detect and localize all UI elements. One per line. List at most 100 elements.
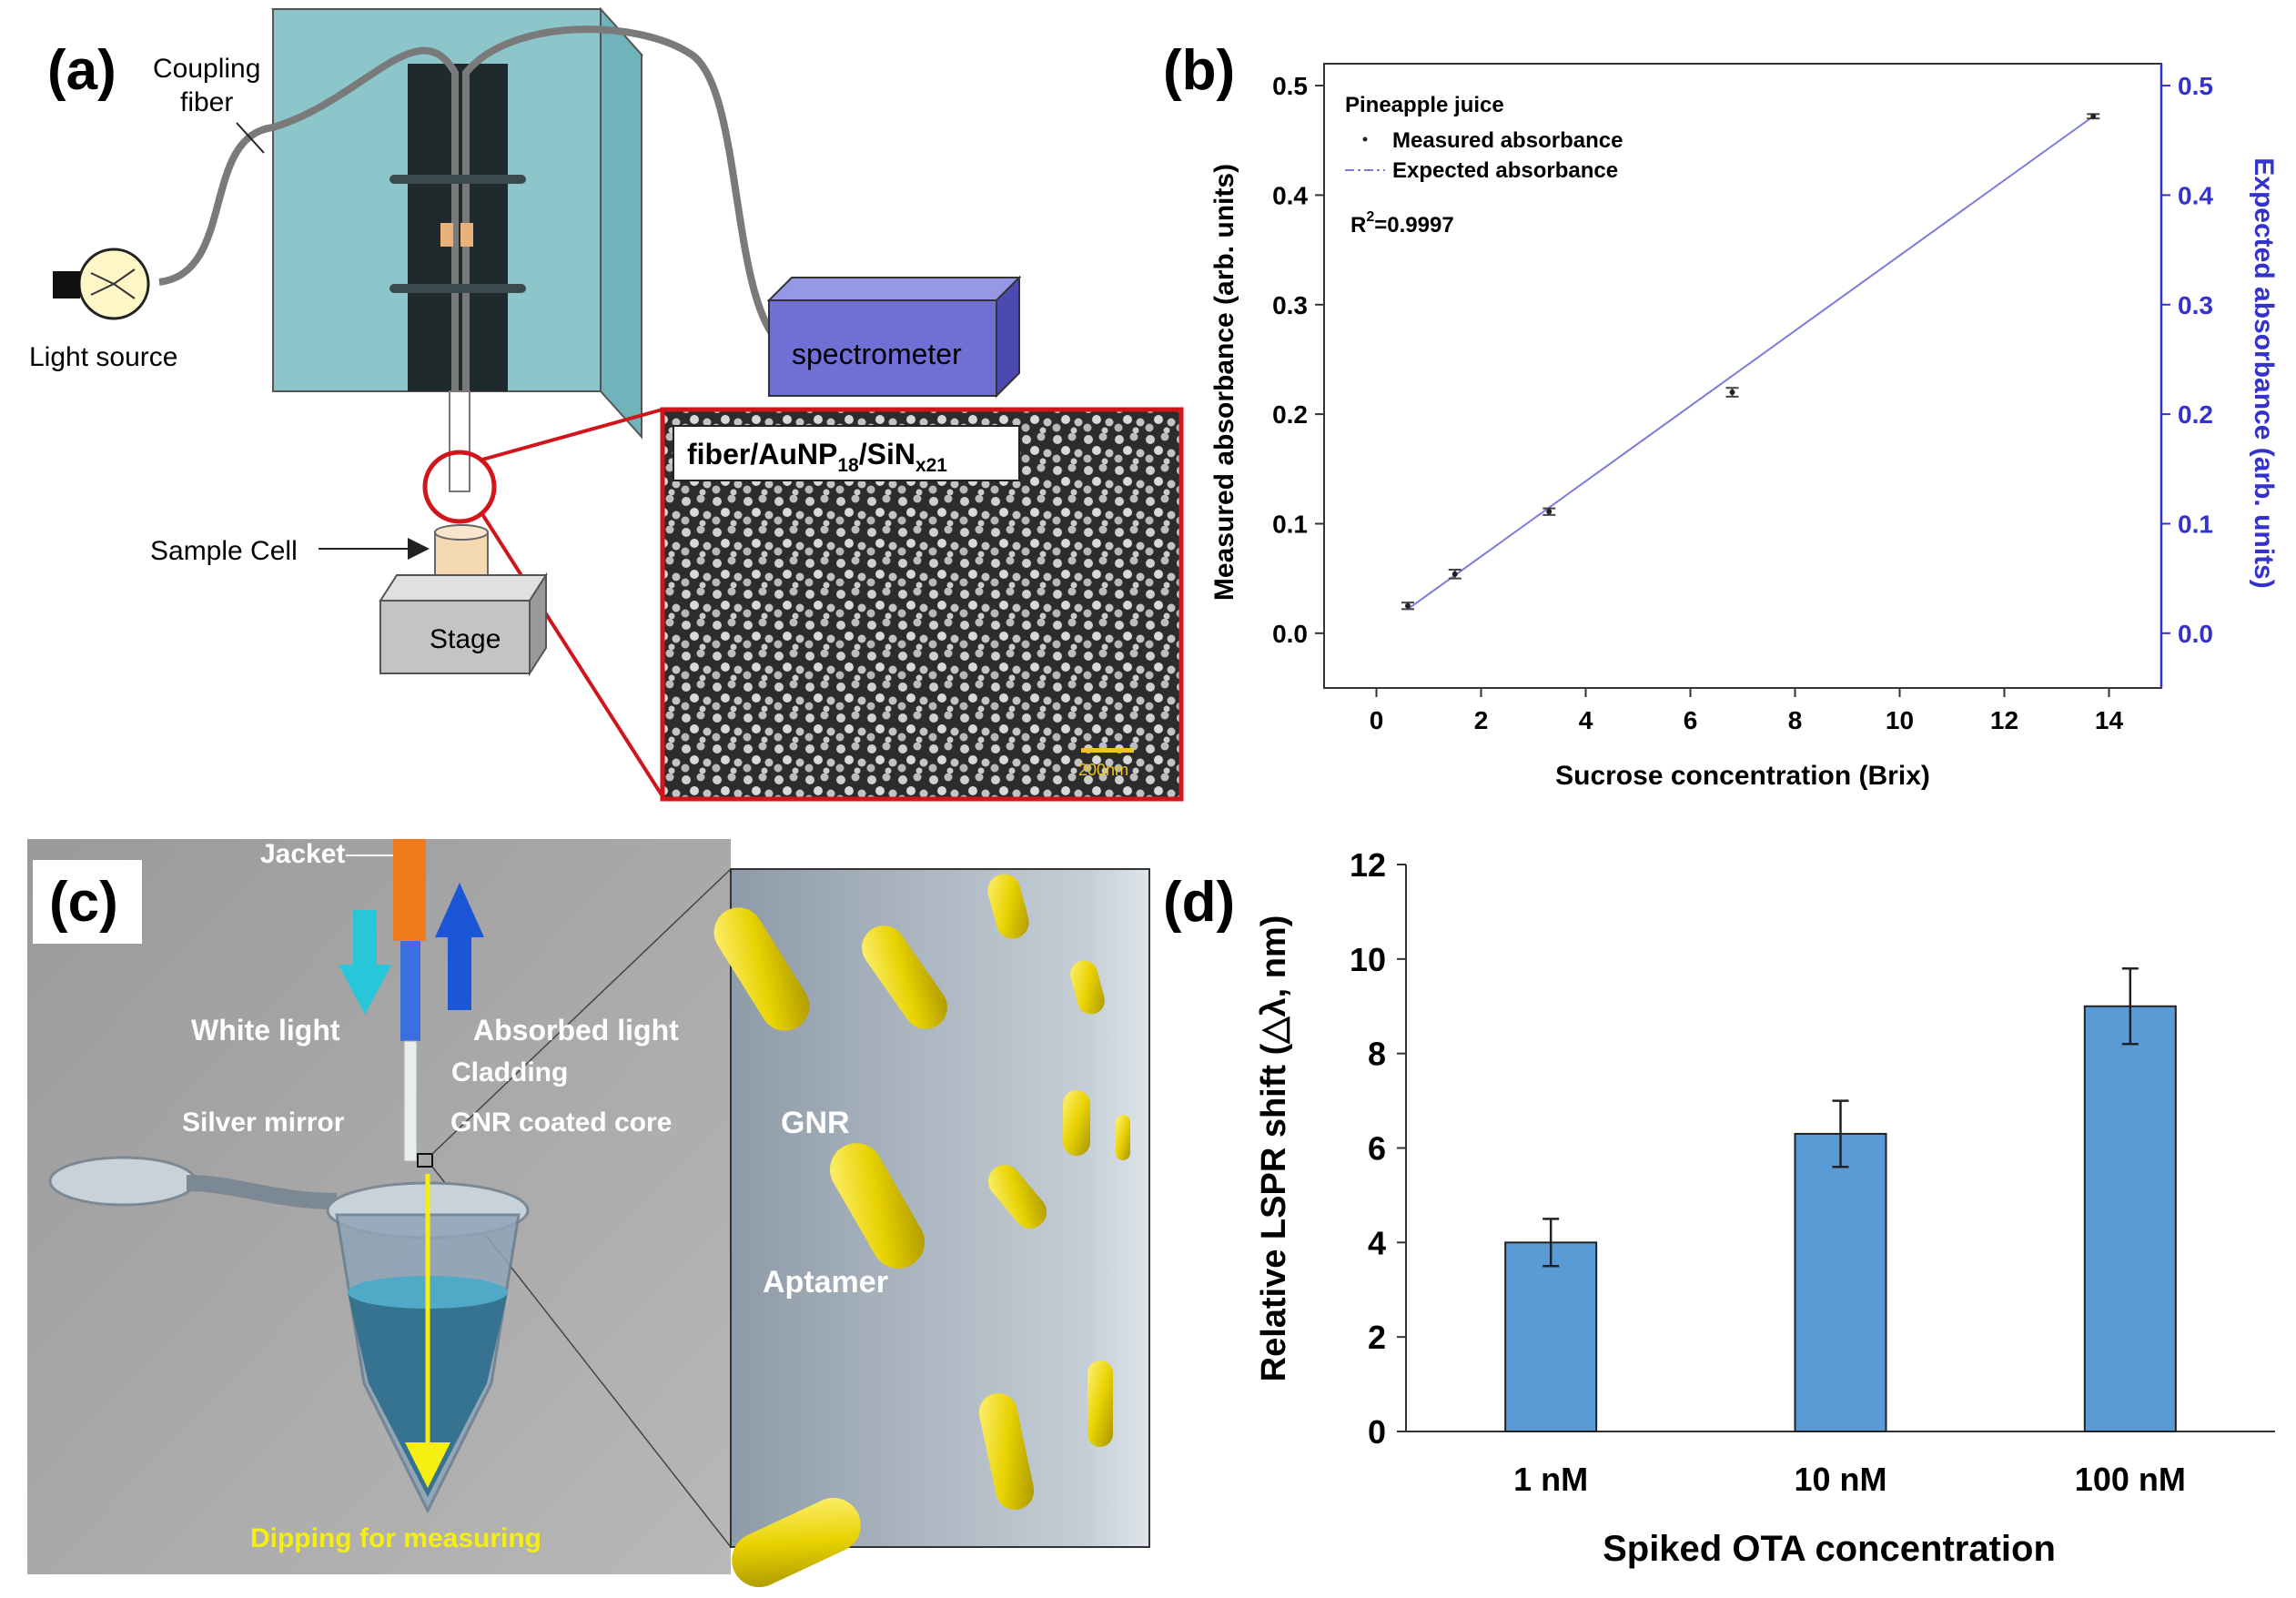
expected-absorbance-line (1407, 115, 2094, 611)
legend-expected: Expected absorbance (1392, 158, 1618, 183)
measured-point (1729, 389, 1735, 396)
spectrometer-box (766, 275, 1022, 399)
sample-cell-top (434, 524, 489, 541)
coupling-fiber-label-2: fiber (180, 87, 233, 117)
zoom-square (417, 1153, 433, 1168)
y2-tick-label-b: 0.5 (2178, 72, 2213, 100)
aptamer-label: Aptamer (763, 1265, 888, 1300)
x-tick-label-b: 14 (2095, 706, 2124, 734)
stage-label: Stage (430, 624, 501, 654)
y-tick-label-b: 0.2 (1272, 400, 1308, 429)
y-tick-label-b: 0.5 (1272, 72, 1308, 100)
legend-title-b: Pineapple juice (1345, 93, 1504, 117)
x-tick-label-b: 4 (1579, 706, 1593, 734)
category-label-d: 100 nM (2075, 1461, 2186, 1498)
stage-block (379, 571, 548, 677)
x-ticks-d: 1 nM 10 nM 100 nM (1513, 1461, 2186, 1498)
measured-point (1405, 602, 1411, 609)
sem-label-box (673, 425, 1020, 481)
bars-d (1504, 966, 2177, 1433)
y-tick-label-b: 0.1 (1272, 510, 1308, 538)
x-tick-label-b: 12 (1990, 706, 2018, 734)
y2-tick-label-b: 0.3 (2178, 291, 2213, 319)
panel-d-letter: (d) (1163, 871, 1235, 934)
connector-left (440, 223, 453, 247)
panel-b-letter: (b) (1163, 39, 1235, 102)
panel-a-letter: (a) (47, 39, 116, 102)
coupling-fiber-label-1: Coupling (153, 54, 260, 84)
y-tick-label-d: 10 (1350, 941, 1386, 978)
y2-tick-label-b: 0.4 (2178, 181, 2213, 209)
legend-marker-measured (1362, 137, 1368, 142)
fiber-jacket (393, 839, 426, 941)
bar-d (1794, 1132, 1887, 1433)
y-tick-label-d: 4 (1368, 1224, 1386, 1261)
spectrometer-label: spectrometer (792, 338, 962, 370)
x-label-d: Spiked OTA concentration (1603, 1529, 2056, 1569)
y-tick-label-b: 0.4 (1272, 181, 1308, 209)
measured-point (1451, 571, 1458, 577)
zoom-line-bottom (480, 512, 664, 798)
x-tick-label-b: 10 (1886, 706, 1914, 734)
bar-d (2083, 1005, 2177, 1432)
gnr-coated-core-label: GNR coated core (450, 1107, 672, 1138)
y2-tick-label-b: 0.1 (2178, 510, 2213, 538)
zoom-line-top (481, 408, 663, 461)
panel-a: (a) Coupling fiber Light source (29, 6, 1184, 802)
gnr-label: GNR (781, 1106, 850, 1140)
panel-c-letter: (c) (49, 871, 118, 934)
sample-cell-label: Sample Cell (150, 536, 298, 566)
y-label-d: Relative LSPR shift (△λ, nm) (1255, 915, 1293, 1382)
dipping-label: Dipping for measuring (250, 1523, 541, 1553)
fiber-probe (449, 390, 470, 492)
category-label-d: 10 nM (1794, 1461, 1886, 1498)
cladding-label: Cladding (451, 1057, 568, 1087)
clamp-upper (389, 175, 526, 184)
absorbed-light-label: Absorbed light (473, 1014, 679, 1047)
x-tick-label-b: 2 (1474, 706, 1489, 734)
y-tick-label-d: 6 (1368, 1130, 1386, 1168)
x-tick-label-b: 0 (1370, 706, 1384, 734)
coupling-fiber-left (158, 46, 459, 473)
x-tick-label-b: 6 (1684, 706, 1698, 734)
box-side (600, 6, 642, 440)
y2-ticks-b: 0.0 0.1 0.2 0.3 0.4 0.5 (2161, 72, 2213, 648)
silver-mirror-label: Silver mirror (182, 1107, 345, 1138)
gold-nanorods (713, 874, 1130, 1588)
y2-tick-label-b: 0.2 (2178, 400, 2213, 429)
light-bulb-icon (53, 248, 150, 320)
white-light-arrow-icon (339, 910, 391, 1015)
light-source-label: Light source (29, 342, 177, 372)
clamp-lower (389, 284, 526, 293)
measured-points (1401, 113, 2100, 611)
zoom-circle (422, 450, 497, 524)
scale-bar (1081, 748, 1134, 753)
fiber-cladding (400, 941, 420, 1041)
y-tick-label-d: 12 (1350, 846, 1386, 884)
x-label-b: Sucrose concentration (Brix) (1555, 761, 1930, 791)
y-tick-label-b: 0.0 (1272, 620, 1308, 648)
fiber-core (403, 1040, 418, 1162)
legend-measured: Measured absorbance (1392, 128, 1623, 153)
y-tick-label-d: 2 (1368, 1319, 1386, 1356)
connector-right (460, 223, 473, 247)
y-tick-label-b: 0.3 (1272, 291, 1308, 319)
y2-tick-label-b: 0.0 (2178, 620, 2213, 648)
bar-d (1504, 1241, 1598, 1433)
y-ticks-b: 0.0 0.1 0.2 0.3 0.4 0.5 (1272, 72, 1324, 648)
white-light-label: White light (191, 1014, 340, 1047)
scale-bar-label: 200nm (1078, 761, 1128, 779)
absorbed-light-arrow-icon (435, 883, 484, 1010)
coupling-fiber-pointer (236, 122, 265, 154)
panel-c-letter-box (33, 860, 142, 944)
coupling-fiber-right (462, 25, 794, 473)
y-tick-label-d: 0 (1368, 1413, 1386, 1451)
measured-point (2090, 113, 2097, 119)
sem-label: fiber/AuNP18/SiNx21 (687, 438, 947, 476)
category-label-d: 1 nM (1513, 1461, 1588, 1498)
